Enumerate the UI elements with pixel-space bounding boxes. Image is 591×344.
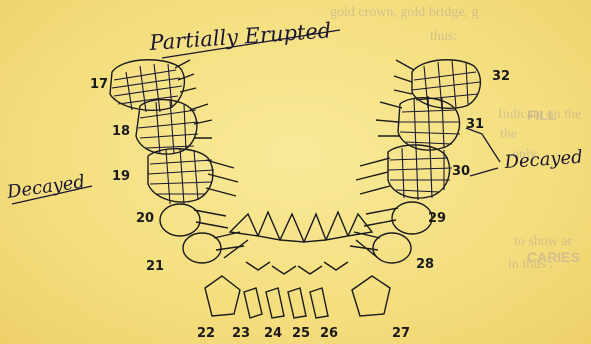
tooth-number-27: 27 bbox=[392, 326, 410, 341]
tooth-18-roots bbox=[190, 104, 212, 138]
tooth-number-20: 20 bbox=[136, 211, 154, 226]
tooth-number-21: 21 bbox=[146, 259, 164, 274]
annotation-decayed-pointer-30 bbox=[470, 168, 498, 176]
tooth-number-29: 29 bbox=[428, 211, 446, 226]
tooth-number-17: 17 bbox=[90, 77, 108, 92]
tooth-29 bbox=[392, 202, 432, 234]
tooth-number-18: 18 bbox=[112, 124, 130, 139]
bg-text-line2: thus: bbox=[430, 29, 457, 44]
inner-arch-crowns bbox=[230, 212, 372, 242]
incisal-edges bbox=[246, 262, 348, 274]
tooth-number-24: 24 bbox=[264, 326, 282, 341]
bg-text-line3: Indicate on the bbox=[498, 107, 581, 122]
annotation-partially-erupted: Partially Erupted bbox=[148, 18, 332, 55]
tooth-number-28: 28 bbox=[416, 257, 434, 272]
tooth-number-22: 22 bbox=[197, 326, 215, 341]
tooth-23 bbox=[244, 288, 262, 318]
tooth-24 bbox=[266, 288, 284, 318]
bg-text-line6: to show ar bbox=[514, 234, 573, 249]
annotation-decayed-pointer-31 bbox=[466, 128, 500, 162]
tooth-22 bbox=[205, 276, 240, 316]
tooth-17-roots bbox=[175, 60, 196, 92]
tooth-19-roots bbox=[206, 160, 238, 196]
tooth-number-32: 32 bbox=[492, 69, 510, 84]
tooth-25 bbox=[288, 288, 306, 318]
annotation-decayed-left: Decayed bbox=[5, 171, 86, 203]
bg-text-line1: gold crown, gold bridge, g bbox=[330, 5, 479, 20]
teeth-outlines bbox=[110, 60, 480, 318]
tooth-30-roots bbox=[356, 158, 390, 194]
bg-text-line4: the bbox=[500, 127, 517, 142]
tooth-number-19: 19 bbox=[112, 169, 130, 184]
tooth-number-30: 30 bbox=[452, 164, 470, 179]
tooth-number-26: 26 bbox=[320, 326, 338, 341]
tooth-number-31: 31 bbox=[466, 117, 484, 132]
canine-outlines bbox=[224, 240, 378, 258]
tooth-32-roots bbox=[394, 60, 414, 94]
bg-text-line7: in thus : bbox=[508, 257, 553, 272]
tooth-17 bbox=[110, 60, 184, 111]
tooth-32 bbox=[412, 60, 480, 109]
tooth-26 bbox=[310, 288, 328, 318]
tooth-number-25: 25 bbox=[292, 326, 310, 341]
tooth-20 bbox=[160, 204, 200, 236]
tooth-number-23: 23 bbox=[232, 326, 250, 341]
annotation-decayed-right: Decayed bbox=[503, 147, 584, 173]
tooth-27 bbox=[352, 276, 390, 316]
hatching bbox=[112, 60, 480, 204]
